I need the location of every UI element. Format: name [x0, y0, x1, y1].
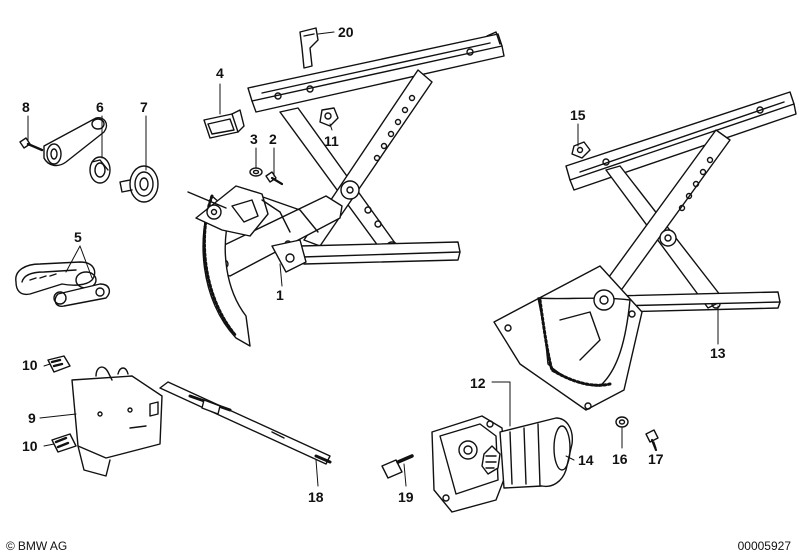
copyright-icon: ©: [6, 539, 15, 553]
part-17-screw: [645, 429, 659, 452]
callout-8: 8: [22, 99, 30, 115]
part-15-nut: [571, 141, 591, 159]
brand-name: BMW AG: [17, 539, 68, 553]
part-10-connector-upper: [47, 355, 71, 373]
part-18-drive-shaft: [159, 381, 332, 465]
left-lower-rail: [299, 241, 461, 265]
brand-footer: © BMW AG: [6, 539, 67, 553]
callout-15: 15: [570, 107, 586, 123]
drawing-id: 00005927: [737, 539, 791, 553]
part-8-bolt: [19, 137, 44, 152]
left-motor-mount: [271, 239, 307, 273]
part-7-escutcheon: [119, 165, 159, 203]
part-4-guide: [203, 109, 245, 139]
callout-4: 4: [216, 65, 224, 81]
part-16-washer: [615, 416, 629, 428]
callout-14: 14: [578, 452, 594, 468]
leader-lines: [27, 31, 719, 487]
callout-18: 18: [308, 489, 324, 505]
part-10-connector-lower: [51, 433, 77, 453]
callout-16: 16: [612, 451, 628, 467]
right-lower-rail: [611, 291, 781, 313]
part-9-switch-bracket: [71, 366, 163, 477]
callout-6: 6: [96, 99, 104, 115]
left-regulator-rail: [247, 31, 505, 113]
part-19-fastener: [381, 454, 414, 479]
callout-19: 19: [398, 489, 414, 505]
callout-1: 1: [276, 287, 284, 303]
callout-12: 12: [470, 375, 486, 391]
part-14-motor: [431, 415, 573, 513]
callout-3: 3: [250, 131, 258, 147]
callout-10-lower: 10: [22, 438, 38, 454]
right-motor-plate: [493, 265, 643, 411]
callout-7: 7: [140, 99, 148, 115]
part-5-crank-handles: [15, 261, 111, 308]
callout-9: 9: [28, 410, 36, 426]
callout-numbers: 20 4 8 6 7 3 2 11 15 5 1 13 10 12 9 10 1…: [22, 24, 726, 505]
right-regulator-rail: [565, 91, 797, 191]
callout-13: 13: [710, 345, 726, 361]
part-11-nut: [319, 107, 339, 127]
callout-20: 20: [338, 24, 354, 40]
callout-11: 11: [324, 133, 339, 149]
part-3-washer: [249, 167, 263, 177]
part-6-crank-handle: [43, 117, 111, 184]
callout-2: 2: [269, 131, 277, 147]
part-20-clip: [299, 27, 319, 69]
callout-17: 17: [648, 451, 664, 467]
left-quadrant-gear: [187, 185, 291, 347]
callout-10-upper: 10: [22, 357, 38, 373]
callout-5: 5: [74, 229, 82, 245]
